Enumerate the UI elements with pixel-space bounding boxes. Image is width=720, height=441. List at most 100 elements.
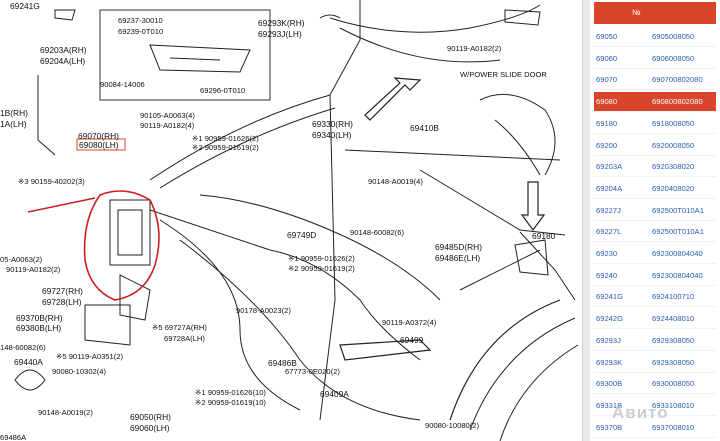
part-code-link[interactable]: 69370B [596, 422, 623, 432]
parts-list-row[interactable]: 69293J 6929308050 [594, 331, 716, 351]
part-number-link[interactable]: 6933108010 [652, 400, 695, 410]
label-69204A[interactable]: 69204A(LH) [40, 56, 85, 66]
part-code-link[interactable]: 69293J [596, 335, 621, 345]
label-69409A[interactable]: 69409A [320, 389, 349, 399]
part-code-link[interactable]: 69204A [596, 183, 623, 193]
label-69727A[interactable]: ※5 69727A(RH) [152, 323, 207, 332]
part-code-link[interactable]: 69293K [596, 357, 623, 367]
label-90148-A0019-4[interactable]: 90148-A0019(4) [368, 177, 423, 186]
label-69749D[interactable]: 69749D [287, 230, 316, 240]
label-69060[interactable]: 69060(LH) [130, 423, 170, 433]
label-90959-01626-b[interactable]: ※1 90959-01626(2) [288, 254, 355, 263]
label-90959-01619-b[interactable]: ※2 90959-01619(2) [288, 264, 355, 273]
label-05-A0063[interactable]: 05-A0063(2) [0, 255, 43, 264]
part-code-link[interactable]: 69240 [596, 270, 618, 280]
label-90119-A0182-2[interactable]: 90119-A0182(2) [447, 44, 502, 53]
label-69237-30010[interactable]: 69237-30010 [118, 16, 163, 25]
label-69410B[interactable]: 69410B [410, 123, 439, 133]
label-69296-0T010[interactable]: 69296-0T010 [200, 86, 245, 95]
part-code-link[interactable]: 69230 [596, 249, 618, 258]
label-69486A[interactable]: 69486A [0, 433, 27, 441]
part-number-link[interactable]: 6920408020 [652, 183, 695, 193]
part-code-link[interactable]: 69200 [596, 140, 618, 150]
label-69203A[interactable]: 69203A(RH) [40, 45, 87, 55]
parts-list-row[interactable]: 69080 690800802080 [594, 92, 716, 113]
label-69080[interactable]: 69080(LH) [79, 140, 119, 150]
label-90959-01626-c[interactable]: ※1 90959-01626(10) [195, 388, 266, 397]
label-69440A[interactable]: 69440A [14, 357, 43, 367]
label-69486B[interactable]: 69486B [268, 358, 297, 368]
part-number-link[interactable]: 690800802080 [652, 97, 703, 107]
label-69293J[interactable]: 69293J(LH) [258, 29, 302, 39]
part-number-link[interactable]: 6929308050 [652, 357, 695, 367]
label-1A[interactable]: 1A(LH) [0, 119, 27, 129]
label-90080-10080[interactable]: 90080-10080(2) [425, 421, 480, 430]
parts-list-row[interactable]: 69204A 6920408020 [594, 179, 716, 199]
label-90148-60082[interactable]: 90148-60082(6) [350, 228, 405, 237]
parts-list-row[interactable]: 69060 6906008050 [594, 49, 716, 69]
label-67773-0E020[interactable]: 67773-0E020(2) [285, 367, 340, 376]
part-code-link[interactable]: 69331B [596, 400, 623, 410]
label-90959-01619-a[interactable]: ※2 90959-01619(2) [192, 143, 259, 152]
part-number-link[interactable]: 692300804040 [652, 249, 703, 258]
label-90959-01619-c[interactable]: ※2 90959-01619(10) [195, 398, 266, 407]
label-69485D[interactable]: 69485D(RH) [435, 242, 482, 252]
part-number-link[interactable]: 6930008050 [652, 379, 695, 389]
label-69070[interactable]: 69070(RH) [78, 131, 119, 141]
parts-list-row[interactable]: 69241G 6924100710 [594, 287, 716, 308]
parts-list-row[interactable]: 69230 692300804040 [594, 244, 716, 264]
part-number-link[interactable]: 6905008050 [652, 32, 695, 41]
label-69340[interactable]: 69340(LH) [312, 130, 352, 140]
part-code-link[interactable]: 69227J [596, 205, 621, 215]
parts-list-row[interactable]: 69300B 6930008050 [594, 374, 716, 395]
label-1B[interactable]: 1B(RH) [0, 108, 28, 118]
part-number-link[interactable]: 6906008050 [652, 53, 695, 63]
part-code-link[interactable]: 69050 [596, 32, 618, 41]
label-69486E[interactable]: 69486E(LH) [435, 253, 480, 263]
parts-list-row[interactable]: 69370B 6937008010 [594, 418, 716, 438]
part-number-link[interactable]: 6929308050 [652, 335, 695, 345]
part-number-link[interactable]: 6937008010 [652, 422, 695, 432]
part-number-link[interactable]: 6918008050 [652, 118, 695, 128]
part-code-link[interactable]: 69300B [596, 379, 623, 389]
label-90148-A0019-2[interactable]: 90148-A0019(2) [38, 408, 93, 417]
part-code-link[interactable]: 69203A [596, 162, 623, 172]
parts-list-row[interactable]: 69331B 6933108010 [594, 396, 716, 416]
parts-list-row[interactable]: 69050 6905008050 [594, 27, 716, 47]
part-number-link[interactable]: 692500T010A1 [652, 227, 704, 237]
label-148-60082[interactable]: 148-60082(6) [0, 343, 46, 352]
label-69380B[interactable]: 69380B(LH) [16, 323, 61, 333]
label-90959-01626-a[interactable]: ※1 90959-01626(2) [192, 134, 259, 143]
label-90119-A0351[interactable]: ※5 90119-A0351(2) [56, 352, 123, 361]
part-code-link[interactable]: 69242G [596, 314, 624, 324]
part-number-link[interactable]: 6924100710 [652, 292, 695, 302]
panel-scrollbar[interactable] [582, 0, 591, 441]
label-69728[interactable]: 69728(LH) [42, 297, 82, 307]
part-code-link[interactable]: 69227L [596, 227, 622, 237]
label-90159-40202[interactable]: ※3 90159-40202(3) [18, 177, 85, 186]
label-69330[interactable]: 69330(RH) [312, 119, 353, 129]
part-code-link[interactable]: 69060 [596, 53, 618, 63]
part-number-link[interactable]: 690700802080 [652, 75, 703, 85]
label-69050[interactable]: 69050(RH) [130, 412, 171, 422]
parts-list-row[interactable]: 69293K 6929308050 [594, 353, 716, 373]
label-69241G[interactable]: 69241G [10, 1, 40, 11]
part-code-link[interactable]: 69241G [596, 292, 624, 302]
label-69180[interactable]: 69180 [532, 231, 556, 241]
label-69727[interactable]: 69727(RH) [42, 286, 83, 296]
part-code-link[interactable]: 69080 [596, 97, 618, 107]
label-90178-A0023[interactable]: 90178-A0023(2) [236, 306, 291, 315]
label-69370B[interactable]: 69370B(RH) [16, 313, 63, 323]
label-90119-A0372[interactable]: 90119-A0372(4) [382, 318, 437, 327]
label-69728A[interactable]: 69728A(LH) [164, 334, 205, 343]
label-69293K[interactable]: 69293K(RH) [258, 18, 305, 28]
label-69239-0T010[interactable]: 69239-0T010 [118, 27, 163, 36]
label-90105-A0063[interactable]: 90105-A0063(4) [140, 111, 195, 120]
